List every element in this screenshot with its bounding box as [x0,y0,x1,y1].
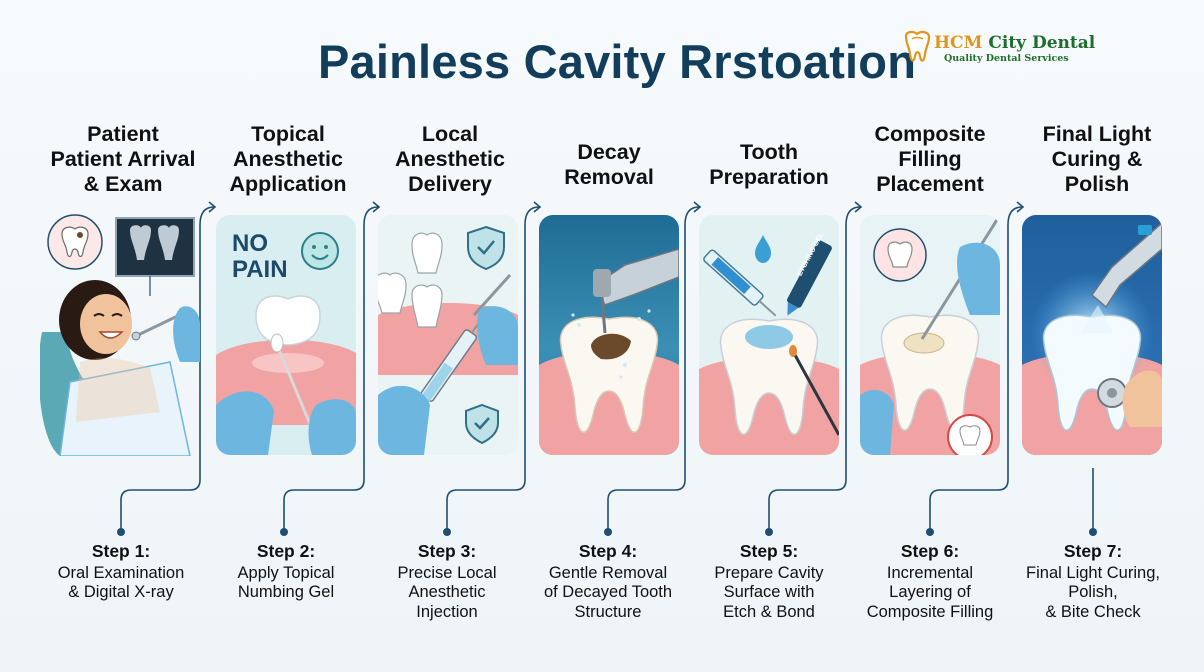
panel-step-1 [40,212,200,456]
connector-4 [607,206,700,530]
panel-step-7 [1022,215,1162,455]
step-6-label: Step 6: [900,541,960,561]
arrowhead-3 [372,201,381,213]
arrowhead-2 [208,201,217,213]
shield-check-icon [467,225,505,271]
node-dot-2 [280,528,288,536]
etch-syringe-icon [703,249,777,317]
dental-explorer-icon [472,273,512,317]
no-pain-text: NO PAIN [232,231,288,283]
smiley-face-icon [301,232,339,270]
no-pain-line-2: PAIN [232,256,288,283]
brand-name: HCM City Dental [934,33,1095,53]
step-1-caption: Step 1: Oral Examination& Digital X-ray [31,541,211,603]
brand-name-rest: City Dental [982,33,1096,53]
node-dot-4 [604,528,612,536]
page-title: Painless Cavity Rrstoation [318,35,917,88]
glove-right [477,306,518,365]
glove-left [378,385,430,455]
step-1-label: Step 1: [91,541,151,561]
xray-film-icon [115,217,195,277]
panel-step-5: ETCHING GEL [699,215,839,455]
tooth-shape [559,316,659,433]
node-dot-6 [926,528,934,536]
step-5-label: Step 5: [739,541,799,561]
brand-name-prefix: HCM [934,33,983,53]
step-7-caption: Step 7: Final Light Curing,Polish,& Bite… [1003,541,1183,622]
panel-step-3 [378,215,518,455]
step-3-label: Step 3: [417,541,477,561]
etching-gel-tube-icon [787,240,832,316]
patient-face [80,294,132,354]
brand-tagline: Quality Dental Services [944,53,1069,64]
connector-2 [283,206,379,530]
hand-right [1122,370,1162,427]
swab-stick-icon [276,346,314,430]
arrowhead-4 [533,201,542,213]
panel-step-6 [860,215,1000,455]
composite-filling [903,332,945,354]
panel-step-4 [539,215,679,455]
patient-bib [59,361,191,456]
glove-right [957,242,1000,315]
polishing-disc-icon [1097,378,1127,408]
arrowhead-6 [854,201,863,213]
connector-1 [120,206,215,530]
step-7-label: Step 7: [1063,541,1123,561]
dental-drill-icon [593,248,679,334]
node-dot-1 [117,528,125,536]
curing-light-icon [1090,222,1162,309]
glove-left [216,391,274,455]
glove-left [860,390,894,455]
step-2-label: Step 2: [256,541,316,561]
bond-brush-icon [793,354,839,436]
connector-6 [929,206,1023,530]
panel-step-2: NO PAIN [216,215,356,455]
node-dot-5 [765,528,773,536]
no-pain-line-1: NO [232,230,268,257]
node-dot-7 [1089,528,1097,536]
node-dot-3 [443,528,451,536]
arrowhead-5 [693,201,702,213]
glove-right [308,399,356,455]
connector-3 [446,206,540,530]
connector-5 [768,206,861,530]
decay-spot [591,333,631,360]
step-4-label: Step 4: [578,541,638,561]
glove-right [173,306,200,362]
tooth-logo-icon [904,30,931,62]
cavity-prep [745,325,793,349]
water-drop-icon [755,235,771,263]
arrowhead-7 [1016,201,1025,213]
